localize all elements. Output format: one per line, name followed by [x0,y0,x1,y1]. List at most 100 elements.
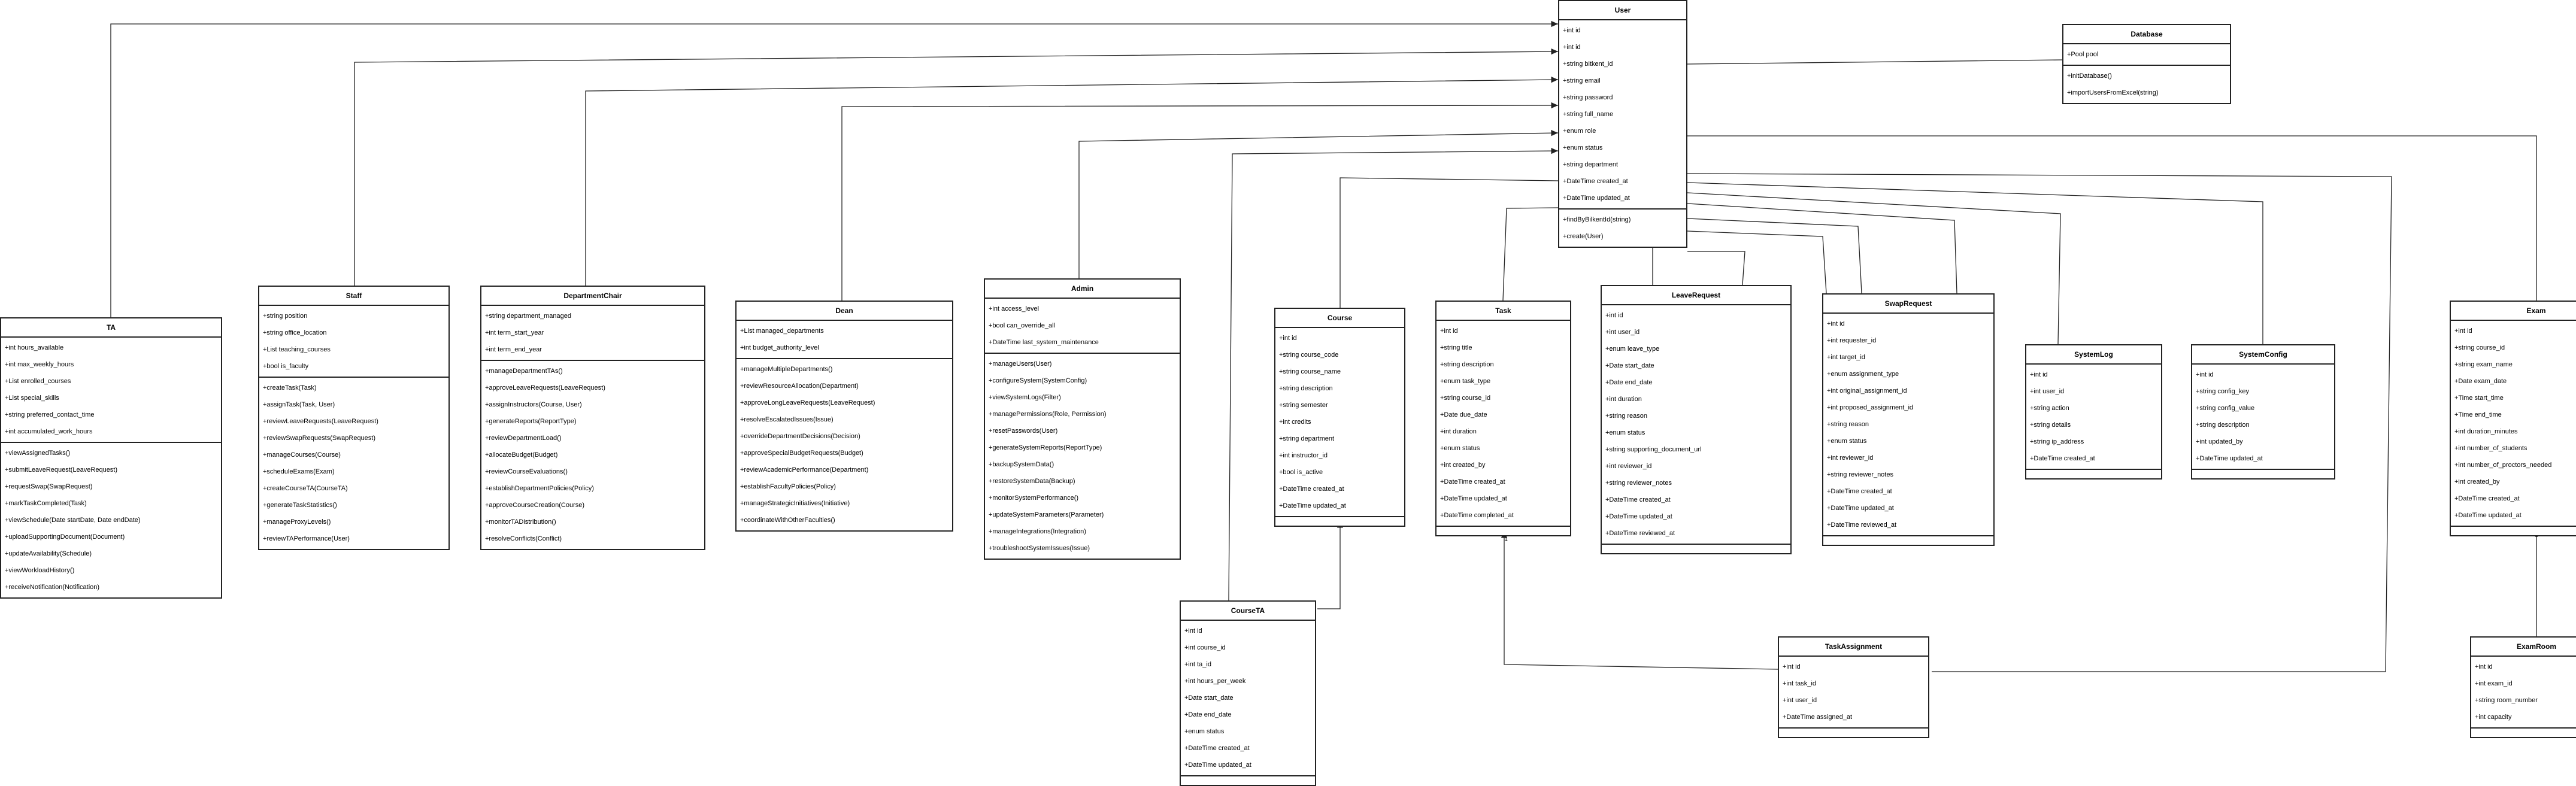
attribute-row: +string room_number [2475,697,2538,704]
attribute-row: +int reviewer_id [1827,454,1874,462]
method-section [1181,776,1315,785]
attribute-row: +string reason [1605,412,1648,420]
attribute-row: +int number_of_proctors_needed [2454,462,2552,469]
class-leave-request[interactable]: LeaveRequest+int id+int user_id+enum lea… [1601,285,1792,554]
method-row: +backupSystemData() [989,461,1054,468]
class-user[interactable]: User+int id+int id+string bitkent_id+str… [1558,0,1687,248]
attribute-row: +int original_assignment_id [1827,387,1907,394]
method-section: +initDatabase() +importUsersFromExcel(str… [2063,66,2230,103]
class-name: LeaveRequest [1602,286,1790,305]
method-row: +reviewAcademicPerformance(Department) [740,466,869,474]
edge-task-user [1502,207,1559,301]
class-exam-room[interactable]: ExamRoom+int id+int exam_id+string room_… [2470,636,2576,738]
attribute-row: +Date due_date [1440,411,1487,418]
class-swap-request[interactable]: SwapRequest+int id+int requester_id+int … [1822,293,1995,546]
attribute-section: +int hours_available+int max_weekly_hour… [1,338,221,443]
class-task-assignment[interactable]: TaskAssignment+int id+int task_id+int us… [1778,636,1929,738]
method-row: +resetPasswords(User) [989,427,1058,435]
attribute-row: +enum role [1563,128,1596,135]
attribute-row: +int created_by [2454,478,2500,485]
attribute-row: +DateTime created_at [1827,488,1892,495]
class-staff[interactable]: Staff+string position+string office_loca… [258,286,450,550]
attribute-row: +int created_by [1440,462,1486,469]
attribute-row: +int target_id [1827,354,1865,361]
class-system-log[interactable]: SystemLog+int id+int user_id+string acti… [2025,344,2162,480]
method-section: +manageUsers(User)+configureSystem(Syste… [985,354,1180,559]
edge-swap-user [1687,230,1827,294]
attribute-row: +int id [2454,327,2472,335]
attribute-row: +int course_id [1184,644,1226,651]
attribute-row: +int id [1605,312,1623,319]
method-section [1437,527,1570,535]
attribute-row: +int id [1279,335,1297,342]
method-section [2451,527,2576,535]
class-dean[interactable]: Dean+List managed_departments+int budget… [735,301,953,532]
attribute-row: +string details [2030,421,2071,429]
attribute-row: +List special_skills [5,394,59,402]
method-row: +managePermissions(Role, Permission) [989,411,1107,418]
method-section: +manageDepartmentTAs()+approveLeaveReque… [481,361,704,549]
class-system-config[interactable]: SystemConfig+int id+string config_key+st… [2191,344,2335,480]
attribute-row: +string bitkent_id [1563,60,1613,68]
attribute-row: +int accumulated_work_hours [5,428,93,435]
class-department-chair[interactable]: DepartmentChair+string department_manage… [480,286,705,550]
class-database[interactable]: Database+Pool pool+initDatabase()+import… [2062,24,2231,104]
attribute-row: +string course_id [2454,344,2505,351]
attribute-section: +int id+int task_id+int user_id+DateTime… [1779,657,1928,729]
method-row: +updateSystemParameters(Parameter) [989,511,1104,518]
edge-admin-user [1078,130,1559,279]
attribute-row: +enum status [1827,438,1867,445]
empty-method-section [1437,529,1570,533]
attribute-row: +int user_id [2030,388,2065,395]
attribute-row: +int id [1184,627,1202,635]
attribute-row: +DateTime created_at [1563,178,1628,185]
attribute-row: +string ip_address [2030,438,2084,445]
empty-method-section [2026,472,2161,477]
attribute-row: +int user_id [1783,697,1817,704]
class-course[interactable]: Course+int id+string course_code+string … [1274,308,1405,527]
class-exam[interactable]: Exam+int id+string course_id+string exam… [2450,301,2576,536]
attribute-row: +string email [1563,77,1601,84]
method-section [1275,517,1404,526]
attribute-row: +int id [2030,371,2048,378]
method-row: +initDatabase() [2067,72,2112,80]
attribute-row: +DateTime updated_at [1605,513,1672,520]
method-row: +assignInstructors(Course, User) [485,401,582,408]
attribute-row: +string password [1563,94,1613,101]
class-course-ta[interactable]: CourseTA+int id+int course_id+int ta_id+… [1180,600,1316,786]
class-name: Exam [2451,302,2576,321]
attribute-row: +string reviewer_notes [1827,471,1893,478]
class-task[interactable]: Task+int id+string title+string descript… [1435,301,1571,536]
attribute-row: +int updated_by [2196,438,2243,445]
attribute-row: +bool is_active [1279,469,1323,476]
attribute-section: +int id+int exam_id+string room_number+i… [2471,657,2576,729]
attribute-row: +int term_end_year [485,346,543,353]
method-row: +importUsersFromExcel(string) [2067,89,2159,96]
class-name: User [1559,1,1686,20]
attribute-row: +int duration_minutes [2454,428,2518,435]
attribute-row: +int budget_authority_level [740,344,819,351]
method-row: +resolveConflicts(Conflict) [485,535,562,542]
attribute-row: +int id [1563,27,1581,34]
method-row: +reviewSwapRequests(SwapRequest) [263,435,376,442]
class-ta[interactable]: TA+int hours_available+int max_weekly_ho… [0,317,222,599]
class-admin[interactable]: Admin+int access_level+bool can_override… [984,278,1181,560]
attribute-row: +int id [2475,663,2493,670]
method-row: +submitLeaveRequest(LeaveRequest) [5,466,118,474]
method-row: +viewAssignedTasks() [5,450,71,457]
method-row: +viewSystemLogs(Filter) [989,394,1061,401]
attribute-row: +List teaching_courses [263,346,331,353]
attribute-row: +int id [1783,663,1801,670]
class-name: Database [2063,25,2230,44]
attribute-row: +int reviewer_id [1605,463,1652,470]
attribute-row: +int id [1440,327,1458,335]
attribute-row: +Date start_date [1605,362,1654,369]
method-row: +allocateBudget(Budget) [485,451,558,459]
attribute-section: +int id+string config_key+string config_… [2192,365,2334,470]
method-row: +assignTask(Task, User) [263,401,335,408]
attribute-row: +string course_name [1279,368,1341,375]
attribute-row: +int proposed_assignment_id [1827,404,1914,411]
attribute-section: +int id+string title+string description+… [1437,321,1570,527]
attribute-row: +List managed_departments [740,327,824,335]
empty-method-section [1275,519,1404,524]
